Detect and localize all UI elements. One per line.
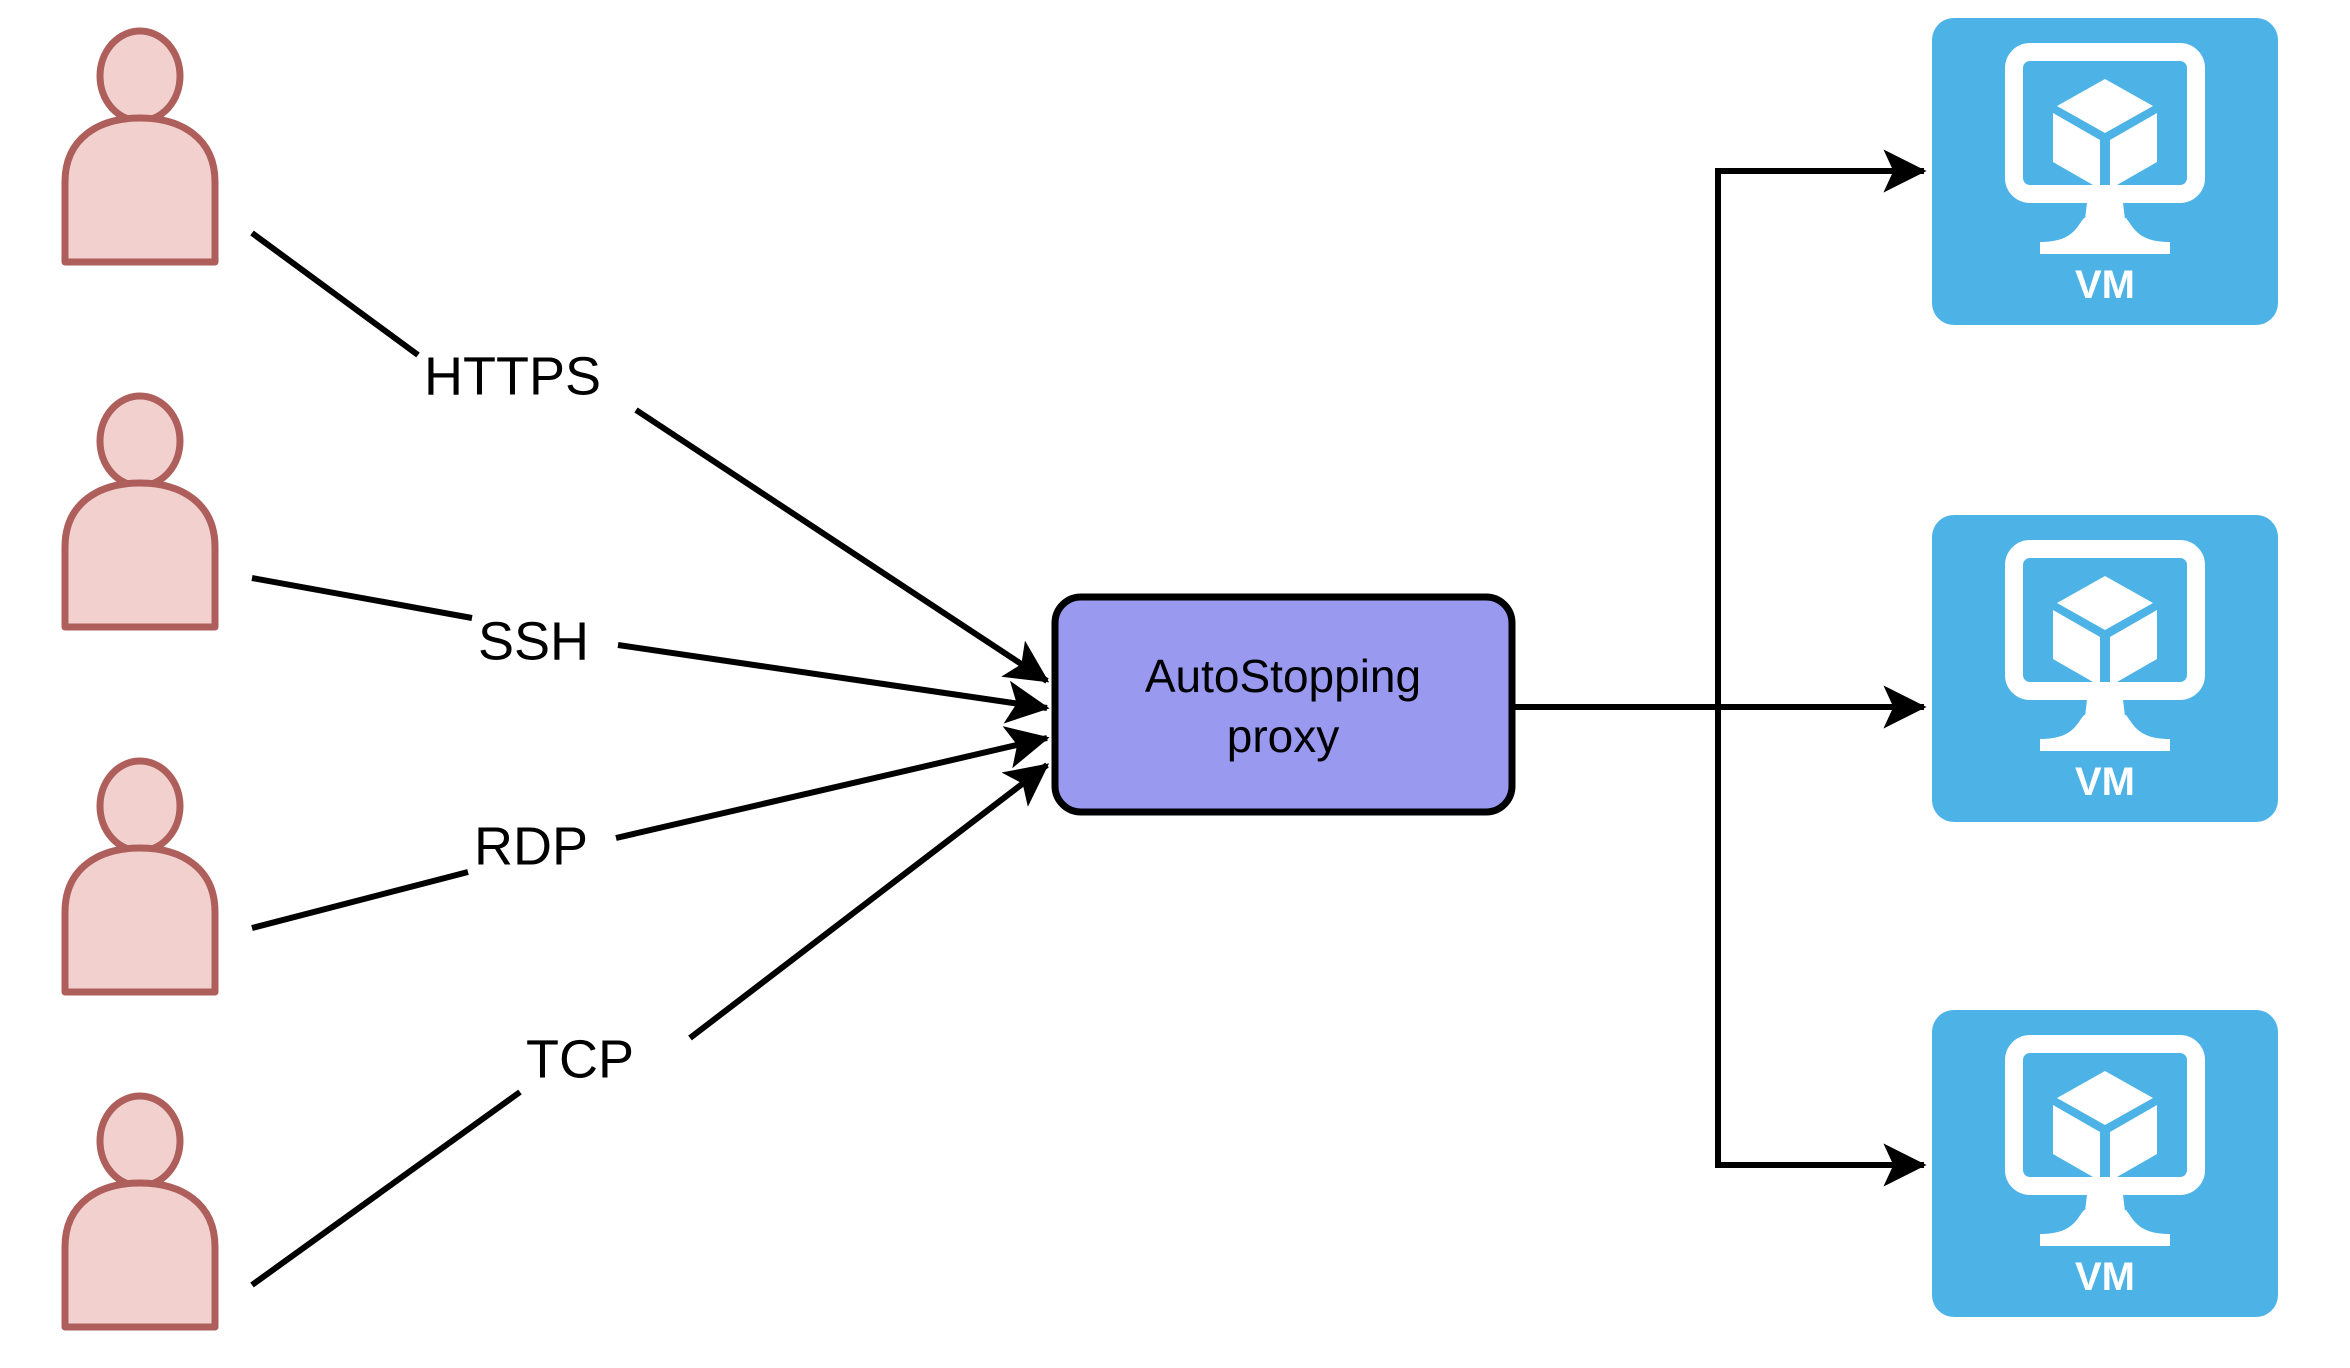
proxy-label-line1: AutoStopping: [1145, 650, 1421, 702]
proxy-label-line2: proxy: [1227, 710, 1339, 762]
vm-label: VM: [2075, 263, 2135, 307]
vm-node-1[interactable]: VM: [1932, 18, 2278, 325]
edge-ssh: SSH: [251, 575, 1050, 724]
actor-user-2[interactable]: [65, 396, 215, 627]
vm-label: VM: [2075, 1255, 2135, 1299]
vm-node-2[interactable]: VM: [1932, 515, 2278, 822]
edge-proxy-to-vms: [1512, 149, 1927, 1187]
vm-label: VM: [2075, 760, 2135, 804]
autostopping-proxy-node[interactable]: AutoStopping proxy: [1051, 593, 1516, 816]
edge-tcp: TCP: [250, 762, 1050, 1288]
edge-label-tcp: TCP: [526, 1029, 634, 1089]
actor-user-4[interactable]: [65, 1096, 215, 1327]
actor-user-1[interactable]: [65, 31, 215, 262]
edge-rdp: RDP: [251, 726, 1050, 931]
vm-node-3[interactable]: VM: [1932, 1010, 2278, 1317]
edge-label-rdp: RDP: [474, 816, 588, 876]
edge-label-ssh: SSH: [478, 611, 589, 671]
edge-https: HTTPS: [250, 230, 1050, 684]
actor-user-3[interactable]: [65, 761, 215, 992]
edge-label-https: HTTPS: [424, 346, 601, 406]
